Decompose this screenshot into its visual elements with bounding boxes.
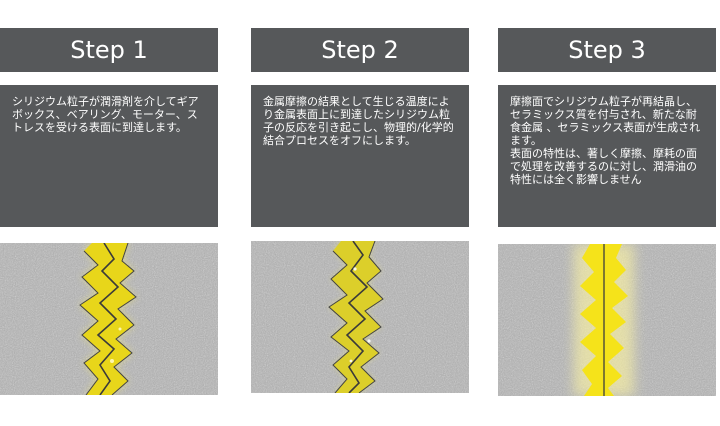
crack-line xyxy=(345,241,369,393)
surface-crack-illustration-1 xyxy=(0,243,218,395)
crack-line xyxy=(96,243,120,395)
step-1-title: Step 1 xyxy=(0,28,218,72)
step-2-illustration xyxy=(251,241,469,393)
step-1-description: シリジウム粒子が潤滑剤を介してギアボックス、ベアリング、モーター、ストレスを受け… xyxy=(0,85,218,227)
surface-crack-illustration-2 xyxy=(251,241,469,393)
step-1-illustration xyxy=(0,243,218,395)
step-2-title: Step 2 xyxy=(251,28,469,72)
surface-smoothed-illustration-3 xyxy=(498,244,716,396)
step-2-description: 金属摩擦の結果として生じる温度により金属表面上に到達したシリジウム粒子の反応を引… xyxy=(251,85,469,227)
step-3-illustration xyxy=(498,244,716,396)
particle-layer xyxy=(329,241,383,393)
step-3-description: 摩擦面でシリジウム粒子が再結晶し、セラミックス質を付与され、新たな耐食金属 、セ… xyxy=(498,85,716,227)
step-3-title: Step 3 xyxy=(498,28,716,72)
